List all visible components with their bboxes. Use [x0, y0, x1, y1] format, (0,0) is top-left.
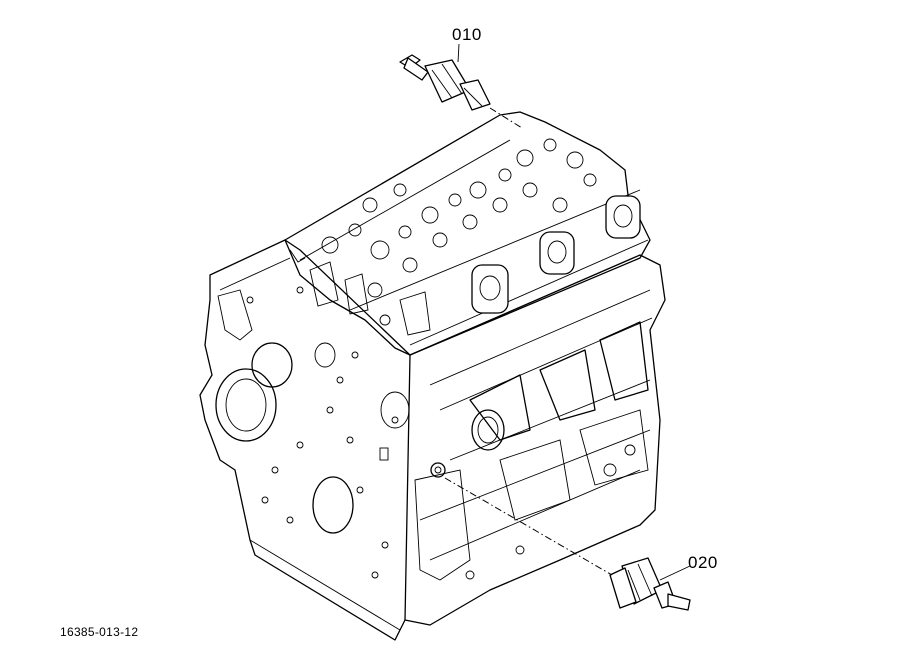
water-pump-boss: [471, 409, 505, 451]
lower-opening: [312, 476, 354, 534]
head-ports: [321, 138, 641, 326]
callout-line-010: [457, 43, 460, 63]
gear-case-plate: [199, 239, 411, 641]
crankcase-side: [404, 254, 666, 626]
leader-010: [489, 107, 523, 129]
callout-010[interactable]: 010: [452, 25, 482, 44]
callout-line-020: [659, 565, 691, 581]
cylinder-head: [284, 111, 651, 356]
idler-opening: [251, 342, 293, 388]
plate-bolt-holes: [246, 286, 399, 579]
oil-pressure-switch: [609, 557, 691, 611]
callout-020[interactable]: 020: [688, 553, 718, 572]
leader-020: [444, 477, 613, 576]
figure-id: 16385-013-12: [60, 625, 139, 639]
crank-opening: [215, 368, 277, 442]
temperature-sensor: [399, 54, 491, 111]
switch-port-boss: [430, 462, 446, 478]
